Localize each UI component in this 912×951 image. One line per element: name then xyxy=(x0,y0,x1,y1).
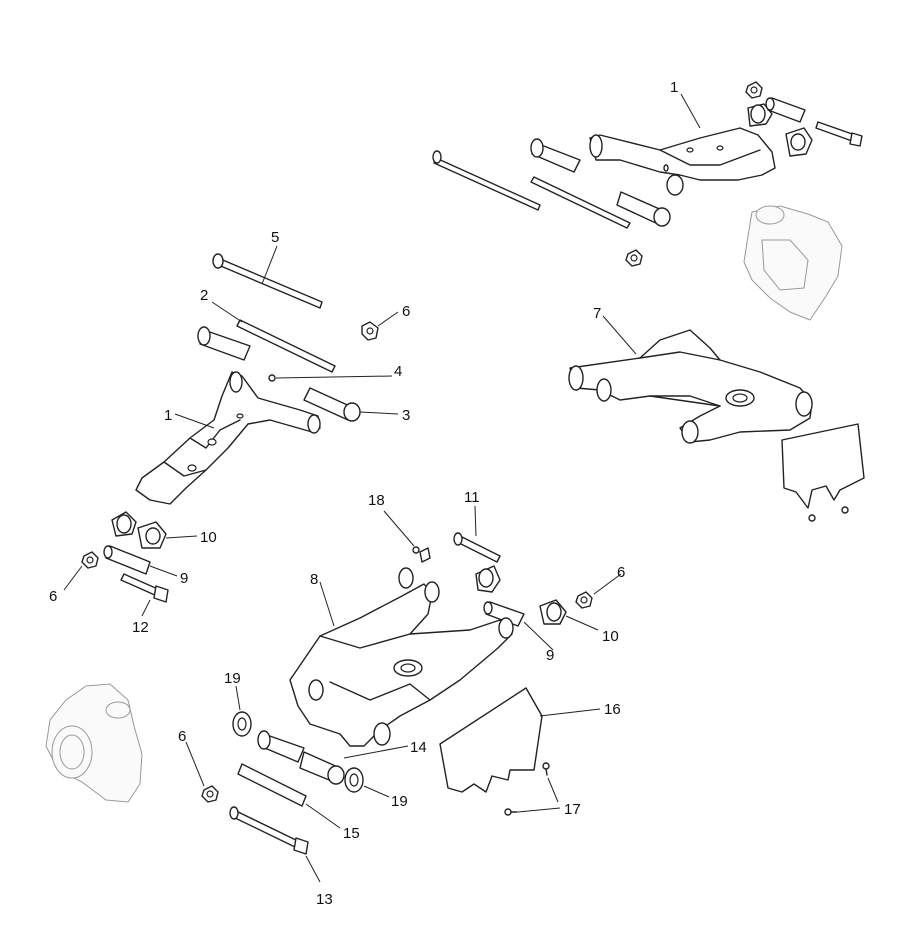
callout-6-bottom: 6 xyxy=(178,728,186,745)
grease-fitting-18 xyxy=(412,546,431,563)
callout-7: 7 xyxy=(593,305,601,322)
pin-2 xyxy=(236,319,336,373)
callout-16: 16 xyxy=(604,701,621,718)
screw-right-b xyxy=(841,506,849,514)
bolt-5 xyxy=(212,253,323,309)
callout-11: 11 xyxy=(464,489,480,506)
bushing-14 xyxy=(299,751,345,785)
callout-12: 12 xyxy=(132,619,149,636)
sleeve-top xyxy=(765,97,806,123)
long-bolt-top xyxy=(432,150,541,211)
bushing-center xyxy=(475,565,501,593)
callout-15: 15 xyxy=(343,825,360,842)
nut-6-mid xyxy=(575,591,593,609)
callout-19-upper: 19 xyxy=(224,670,241,687)
callout-9-left: 9 xyxy=(180,570,188,587)
bushing-top-lower xyxy=(616,191,671,227)
bolt-13 xyxy=(229,806,309,855)
steering-knuckle-right xyxy=(743,205,843,321)
callout-13: 13 xyxy=(316,891,333,908)
bushing-top-right xyxy=(747,103,773,127)
skid-plate-right xyxy=(781,423,865,509)
callout-6-top: 6 xyxy=(402,303,410,320)
callout-14: 14 xyxy=(410,739,427,756)
callout-3: 3 xyxy=(402,407,410,424)
pin-15 xyxy=(237,763,307,807)
callout-5: 5 xyxy=(271,229,279,246)
callout-6-left: 6 xyxy=(49,588,57,605)
screw-17-b xyxy=(504,808,518,816)
bushing-left-upper xyxy=(197,326,251,361)
callout-10-left: 10 xyxy=(200,529,217,546)
bushing-10-left-a xyxy=(111,511,137,537)
bushing-lower-a xyxy=(257,730,305,763)
screw-17-a xyxy=(542,762,550,776)
washer-19-lower xyxy=(344,767,364,793)
pivot-pin-top xyxy=(530,176,631,229)
nut-6-bottom xyxy=(201,785,219,803)
callout-1-top: 1 xyxy=(670,79,678,96)
callout-10-right: 10 xyxy=(602,628,619,645)
sleeve-9-right xyxy=(483,601,525,627)
grease-fitting-top xyxy=(663,164,669,172)
nut-top-lower xyxy=(625,249,643,267)
bushing-top-left xyxy=(530,138,581,173)
callout-1-left: 1 xyxy=(164,407,172,424)
bushing-10-right xyxy=(539,599,567,625)
grease-fitting-4 xyxy=(268,374,276,382)
nut-6-left xyxy=(81,551,99,569)
callout-8: 8 xyxy=(310,571,318,588)
callout-4: 4 xyxy=(394,363,402,380)
trailing-arm-7 xyxy=(568,329,813,444)
nut-6-top xyxy=(361,321,379,341)
trailing-arm-8 xyxy=(289,567,514,747)
upper-control-arm-top xyxy=(589,127,776,196)
callout-19-lower: 19 xyxy=(391,793,408,810)
screw-right-a xyxy=(808,514,816,522)
leader-lines xyxy=(63,93,701,883)
callout-17: 17 xyxy=(564,801,581,818)
washer-19-upper xyxy=(232,711,252,737)
bolt-top-right xyxy=(815,121,863,147)
skid-plate-16 xyxy=(439,687,543,793)
callout-9-right: 9 xyxy=(546,647,554,664)
upper-control-arm-left xyxy=(135,371,321,505)
bushing-top-far xyxy=(785,127,813,157)
bushing-10-left-b xyxy=(137,521,167,549)
steering-knuckle-left xyxy=(45,683,143,803)
callout-2: 2 xyxy=(200,287,208,304)
callout-labels: 1 5 2 6 4 3 1 7 10 9 12 6 18 11 6 10 9 8… xyxy=(49,79,678,908)
callout-18: 18 xyxy=(368,492,385,509)
callout-6-mid: 6 xyxy=(617,564,625,581)
bolt-12 xyxy=(120,573,169,603)
sleeve-9-left xyxy=(103,545,151,575)
bolt-11 xyxy=(453,532,501,563)
nut-top xyxy=(745,81,763,99)
